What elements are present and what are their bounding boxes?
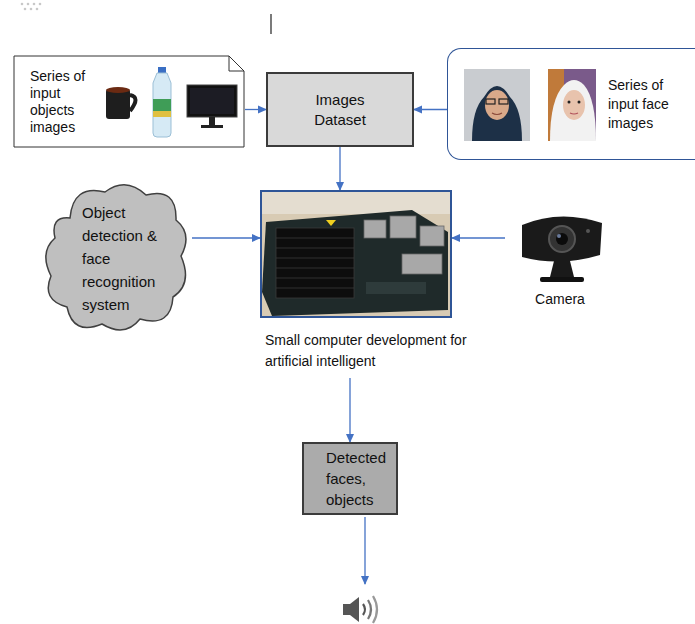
output-arrow <box>364 517 365 584</box>
cloud-shape <box>40 178 192 338</box>
board-photo <box>262 192 450 316</box>
speaker-icon <box>343 596 377 623</box>
node-text: Images Dataset <box>305 90 375 130</box>
flow-arrow <box>192 237 260 238</box>
flow-arrow <box>414 109 447 110</box>
face-photo-1 <box>464 69 530 141</box>
flow-arrow <box>349 378 350 442</box>
computer-board: Small computer development for artificia… <box>260 190 452 318</box>
node-text: Series of input objects images <box>30 68 102 136</box>
node-text: Object detection & face recognition syst… <box>82 201 168 316</box>
output-box: Detected faces, objects <box>302 442 398 515</box>
node-text: Camera <box>535 291 585 308</box>
input-objects-box: Series of input objects images <box>13 55 245 148</box>
camera-node: Camera <box>505 205 615 313</box>
node-text: Small computer development for artificia… <box>265 330 487 372</box>
heatsink <box>276 228 354 298</box>
dataset-box: Images Dataset <box>266 72 414 147</box>
input-faces-box: Series of input face images <box>447 48 695 160</box>
flow-arrow <box>245 109 266 110</box>
monitor-icon <box>187 85 237 128</box>
ports <box>364 216 444 274</box>
system-cloud: Object detection & face recognition syst… <box>40 178 192 338</box>
camera-icon <box>510 205 610 285</box>
flow-arrow <box>339 147 340 190</box>
face-photo-2 <box>548 69 596 141</box>
flow-arrow <box>452 237 505 238</box>
logo-dots <box>21 3 42 11</box>
object-icons <box>103 67 239 139</box>
cursor-mark <box>270 14 271 34</box>
face-photos <box>464 69 599 141</box>
node-text: Detected faces, objects <box>326 447 396 510</box>
bottle-icon <box>153 67 171 137</box>
mug-icon <box>106 87 136 119</box>
node-text: Series of input face images <box>608 76 695 133</box>
